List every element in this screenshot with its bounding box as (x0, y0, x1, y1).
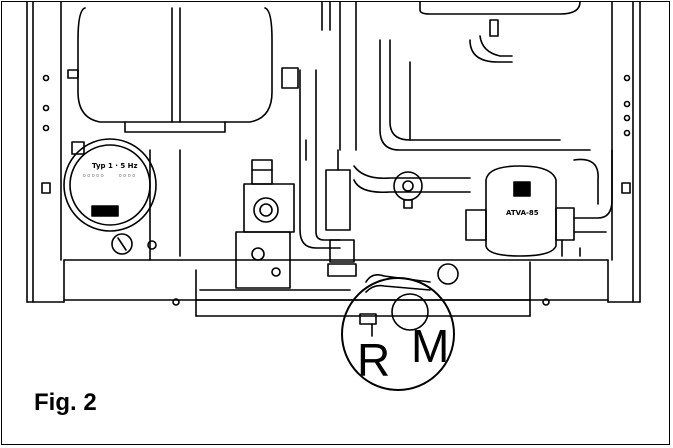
upper-heat-exchanger (379, 1, 591, 151)
drain-fitting (359, 263, 459, 337)
svg-text:Typ 1 · 5 Hz: Typ 1 · 5 Hz (92, 162, 138, 170)
callout-inner-circle (391, 293, 429, 331)
callout-label-r: R (357, 334, 391, 386)
callout-label-m: M (411, 320, 450, 372)
gas-valve (235, 159, 295, 289)
figure-caption: Fig. 2 (34, 389, 97, 416)
callout-circle (341, 277, 455, 391)
cabinet-frame (26, 1, 641, 303)
svg-text:◦◦◦◦◦: ◦◦◦◦◦ (82, 172, 104, 180)
expansion-vessel (67, 7, 273, 133)
central-pipes (281, 1, 471, 277)
left-control-dial: Typ 1 · 5 Hz ◦◦◦◦◦ ◦◦◦◦ (63, 138, 181, 261)
bottom-tray (63, 239, 609, 317)
pump-label: ATVA-85 (506, 209, 539, 217)
circulation-pump: ATVA-85 (465, 149, 613, 257)
pressure-gauge (393, 171, 423, 209)
svg-text:◦◦◦◦: ◦◦◦◦ (118, 172, 136, 180)
